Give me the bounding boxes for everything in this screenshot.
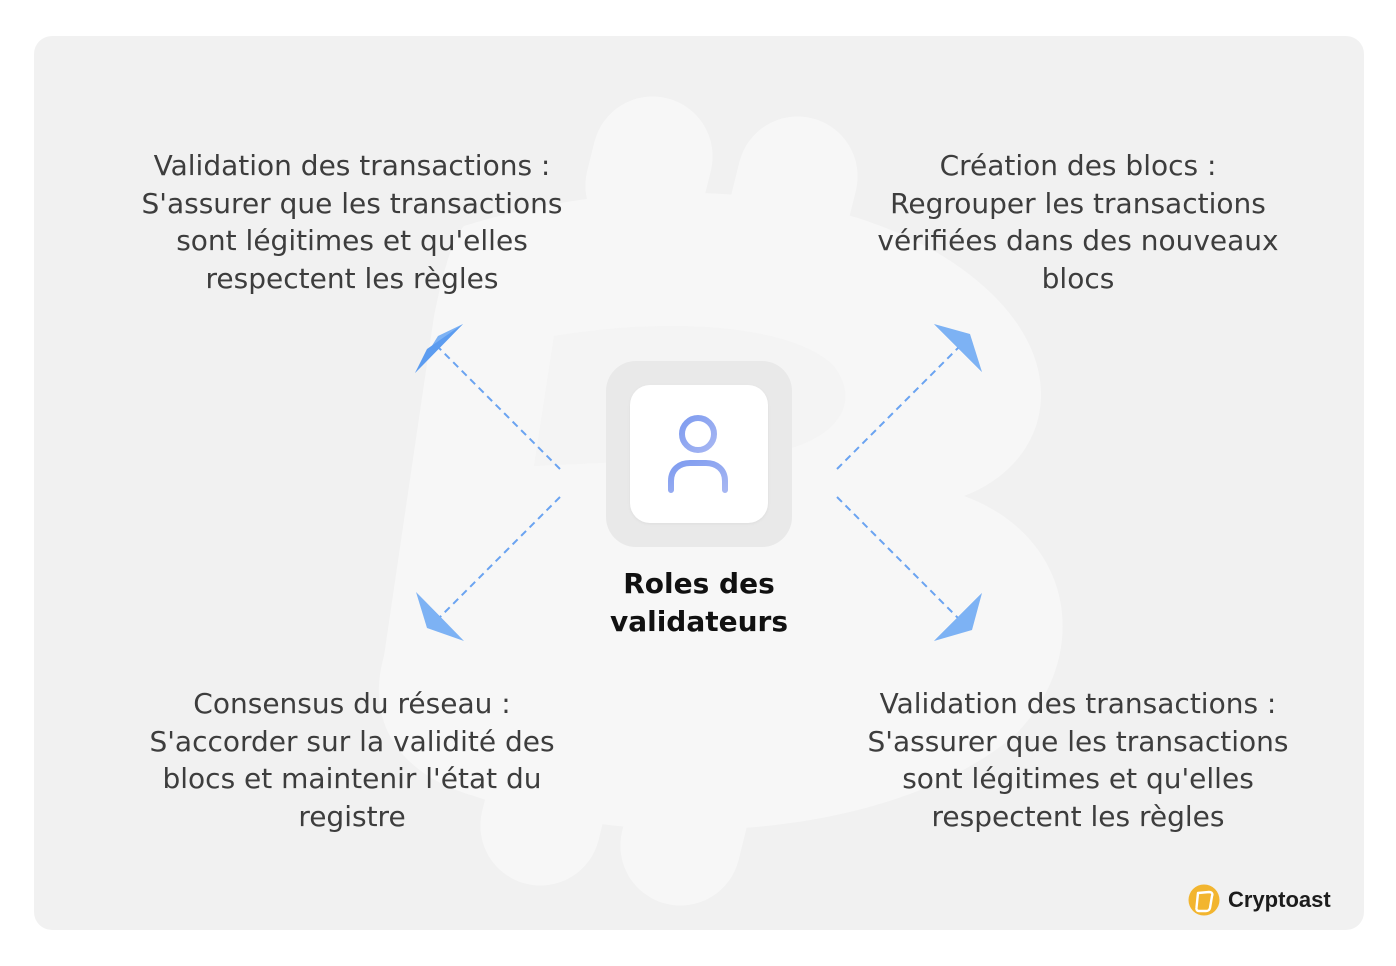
role-description-line: respectent les règles <box>205 261 499 295</box>
role-description-line: S'assurer que les transactions <box>141 186 563 220</box>
diagram-card: Validation des transactions : S'assurer … <box>34 36 1364 930</box>
user-icon <box>668 415 728 493</box>
role-block-creation: Création des blocs : Regrouper les trans… <box>828 147 1328 297</box>
center-title-line: Roles des <box>623 567 775 600</box>
role-title: Validation des transactions : <box>153 149 551 182</box>
validator-icon-card <box>630 385 768 523</box>
connector-bottom-left <box>439 496 561 618</box>
connector-bottom-right <box>836 496 961 621</box>
role-description-line: blocs et maintenir l'état du <box>162 762 542 795</box>
cryptoast-logo-icon <box>1188 884 1220 916</box>
arrow-head-top-left <box>415 324 463 373</box>
role-description-line: sont légitimes et qu'elles <box>902 762 1254 795</box>
role-description-line: vérifiées dans des nouveaux <box>877 224 1279 257</box>
arrow-head-bottom-left <box>416 592 464 641</box>
connector-arrows <box>415 324 982 641</box>
role-description-line: sont légitimes et qu'elles <box>176 224 528 257</box>
brand-name: Cryptoast <box>1228 887 1331 912</box>
center-title-line: validateurs <box>609 604 789 638</box>
role-description-line: S'assurer que les transactions <box>867 724 1289 758</box>
role-description-line: Regrouper les transactions <box>890 186 1266 220</box>
role-description-line: registre <box>298 799 406 833</box>
connector-top-right <box>836 344 962 470</box>
role-title: Création des blocs : <box>939 149 1217 182</box>
role-description-line: respectent les règles <box>931 799 1225 833</box>
role-title: Consensus du réseau : <box>193 687 511 720</box>
role-title: Validation des transactions : <box>879 687 1277 720</box>
role-description-line: blocs <box>1041 261 1115 295</box>
role-validation-top-left: Validation des transactions : S'assurer … <box>102 147 602 297</box>
arrow-head-top-right <box>934 324 982 372</box>
validator-icon-tile <box>606 361 792 547</box>
center-title: Roles des validateurs <box>548 565 850 640</box>
connector-top-left <box>438 347 561 470</box>
role-description-line: S'accorder sur la validité des <box>149 724 555 758</box>
arrow-head-bottom-right <box>934 593 982 641</box>
role-network-consensus: Consensus du réseau : S'accorder sur la … <box>102 685 602 835</box>
role-validation-bottom-right: Validation des transactions : S'assurer … <box>828 685 1328 835</box>
brand-logo: Cryptoast <box>1188 884 1331 916</box>
